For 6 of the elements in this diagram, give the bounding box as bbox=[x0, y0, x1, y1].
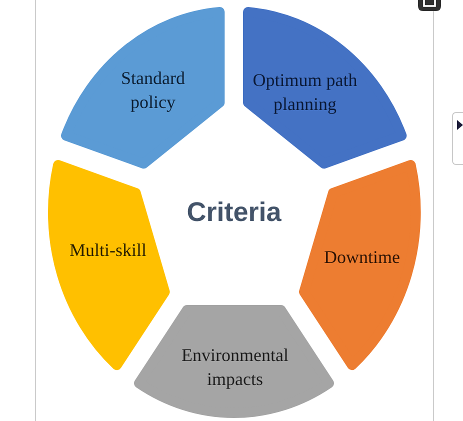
center-title: Criteria bbox=[186, 197, 282, 227]
segment-label: Standard policy bbox=[120, 68, 185, 112]
segment-label: Environmental impacts bbox=[181, 344, 288, 389]
segment-label: Optimum path planning bbox=[252, 70, 358, 114]
segment-label: Multi-skill bbox=[69, 240, 146, 260]
segment-label: Downtime bbox=[324, 246, 400, 267]
